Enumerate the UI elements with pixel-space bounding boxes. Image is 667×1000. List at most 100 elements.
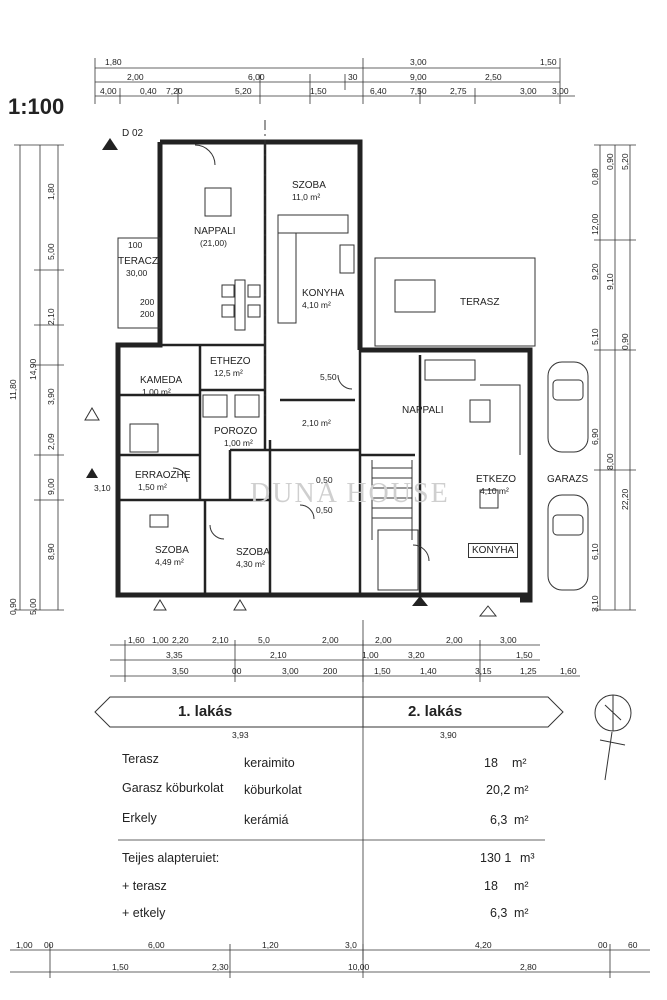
dim-bot-2: 1,00 xyxy=(152,635,169,645)
room-nappali-2: NAPPALI xyxy=(402,405,444,416)
dim-200b: 200 xyxy=(140,309,155,319)
banner-left-dim: 3,93 xyxy=(232,730,249,740)
dim-right-11: 5,20 xyxy=(620,153,630,170)
dim-right-5: 6,90 xyxy=(590,428,600,445)
d02-marker: D 02 xyxy=(122,128,144,139)
area-terasz-material: keraimito xyxy=(244,756,295,770)
dim-left-2: 14,90 xyxy=(28,358,38,380)
dim-right-8: 0,90 xyxy=(605,153,615,170)
scale-label: 1:100 xyxy=(8,94,65,119)
dim-top-2: 3,00 xyxy=(410,57,427,67)
dim-top-18: 3,00 xyxy=(552,86,569,96)
dim-left-10: 5,00 xyxy=(28,598,38,615)
watermark: DUNA HOUSE xyxy=(250,478,450,509)
dim-top-4: 2,00 xyxy=(127,72,144,82)
dim-foot-9: 1,50 xyxy=(112,962,129,972)
total-terasz-label: + terasz xyxy=(122,879,167,893)
room-kameda: KAMEDA xyxy=(140,375,183,386)
room-szoba-mid-area: 4,30 m² xyxy=(236,559,265,569)
area-garasz-label: Garasz köburkolat xyxy=(122,781,224,795)
banner-unit-2: 2. lakás xyxy=(408,703,463,720)
room-szoba-left: SZOBA xyxy=(155,545,189,556)
room-szoba-left-area: 4,49 m² xyxy=(155,557,184,567)
dim-top-7: 9,00 xyxy=(410,72,427,82)
north-arrow-icon xyxy=(594,694,632,781)
room-erkozhe-area: 1,50 m² xyxy=(138,482,167,492)
dim-left-6: 3,90 xyxy=(46,388,56,405)
total-label: Teijes alapteruiet: xyxy=(122,851,220,865)
dim-bot-17: 3,00 xyxy=(282,666,299,676)
dim-bot-10: 3,00 xyxy=(500,635,517,645)
dim-top-10: 0,40 xyxy=(140,86,157,96)
dim-bot-9: 2,00 xyxy=(446,635,463,645)
dim-bot-8: 3,20 xyxy=(408,650,425,660)
room-nappali-1: NAPPALI xyxy=(194,226,236,237)
dim-bot-12: 2,10 xyxy=(270,650,287,660)
dim-left-3: 1,80 xyxy=(46,183,56,200)
room-porozo: POROZO xyxy=(214,426,258,437)
teracz-top: 100 xyxy=(128,240,143,250)
dim-foot-3: 6,00 xyxy=(148,940,165,950)
dim-bot-1: 1,60 xyxy=(128,635,145,645)
dim-bot-18: 200 xyxy=(323,666,338,676)
dim-left-1: 11,80 xyxy=(8,379,18,400)
dim-top-16: 2,75 xyxy=(450,86,467,96)
dim-top-5: 6,00 xyxy=(248,72,265,82)
dim-bot-11: 3,35 xyxy=(166,650,183,660)
dim-right-9: 9,10 xyxy=(605,273,615,290)
dim-bot-13: 1,00 xyxy=(362,650,379,660)
teracz-value: 30,00 xyxy=(126,268,148,278)
dim-bot-16: 00 xyxy=(232,666,242,676)
total-terasz-value: 18 xyxy=(484,879,498,893)
dim-top-15: 7,50 xyxy=(410,86,427,96)
dim-left-5: 2,10 xyxy=(46,308,56,325)
dim-310: 3,10 xyxy=(94,483,111,493)
dim-left-4: 5,00 xyxy=(46,243,56,260)
dim-top-11: 7,20 xyxy=(166,86,183,96)
dim-right-2: 12,00 xyxy=(590,213,600,235)
room-porozo-area: 1,00 m² xyxy=(224,438,253,448)
dim-left-7: 2,09 xyxy=(46,433,56,450)
dim-right-3: 9,20 xyxy=(590,263,600,280)
dim-foot-6: 4,20 xyxy=(475,940,492,950)
banner-unit-1: 1. lakás xyxy=(178,703,233,720)
room-szoba-top: SZOBA xyxy=(292,180,326,191)
dim-050b: 0,50 xyxy=(316,505,333,515)
banner-right-dim: 3,90 xyxy=(440,730,457,740)
dim-bot-5: 5,0 xyxy=(258,635,270,645)
room-kameda-area: 1,00 m² xyxy=(142,387,171,397)
dim-right-6: 6,10 xyxy=(590,543,600,560)
dim-210: 2,10 m² xyxy=(302,418,331,428)
area-garasz-unit: m² xyxy=(514,783,529,797)
room-etkezo-1: ETHEZO xyxy=(210,356,251,367)
dim-bot-4: 2,10 xyxy=(212,635,229,645)
dim-foot-10: 2,30 xyxy=(212,962,229,972)
dim-bot-3: 2,20 xyxy=(172,635,189,645)
dim-foot-12: 2,80 xyxy=(520,962,537,972)
dim-top-13: 1,50 xyxy=(310,86,327,96)
room-etkezo-2: ETKEZO xyxy=(476,474,517,485)
room-konyha-1: KONYHA xyxy=(302,288,345,299)
dim-550: 5,50 xyxy=(320,372,337,382)
room-garazs: GARAZS xyxy=(547,474,589,485)
dim-bot-15: 3,50 xyxy=(172,666,189,676)
area-erkely-value: 6,3 xyxy=(490,813,508,827)
dim-bot-21: 3,15 xyxy=(475,666,492,676)
room-szoba-top-area: 11,0 m² xyxy=(292,192,321,202)
room-etkezo-1-area: 12,5 m² xyxy=(214,368,243,378)
dim-top-9: 4,00 xyxy=(100,86,117,96)
dim-left-11: 0,90 xyxy=(8,598,18,615)
area-terasz-unit: m² xyxy=(512,756,527,770)
dim-bot-20: 1,40 xyxy=(420,666,437,676)
dim-bot-23: 1,60 xyxy=(560,666,577,676)
area-garasz-material: köburkolat xyxy=(244,783,302,797)
dim-right-4: 5,10 xyxy=(590,328,600,345)
dim-050a: 0,50 xyxy=(316,475,333,485)
dim-top-8: 2,50 xyxy=(485,72,502,82)
dim-foot-5: 3,0 xyxy=(345,940,357,950)
dim-right-12: 22,20 xyxy=(620,488,630,510)
dim-bot-7: 2,00 xyxy=(375,635,392,645)
dim-foot-4: 1,20 xyxy=(262,940,279,950)
dim-foot-1: 1,00 xyxy=(16,940,33,950)
area-erkely-material: kerámiá xyxy=(244,813,289,827)
